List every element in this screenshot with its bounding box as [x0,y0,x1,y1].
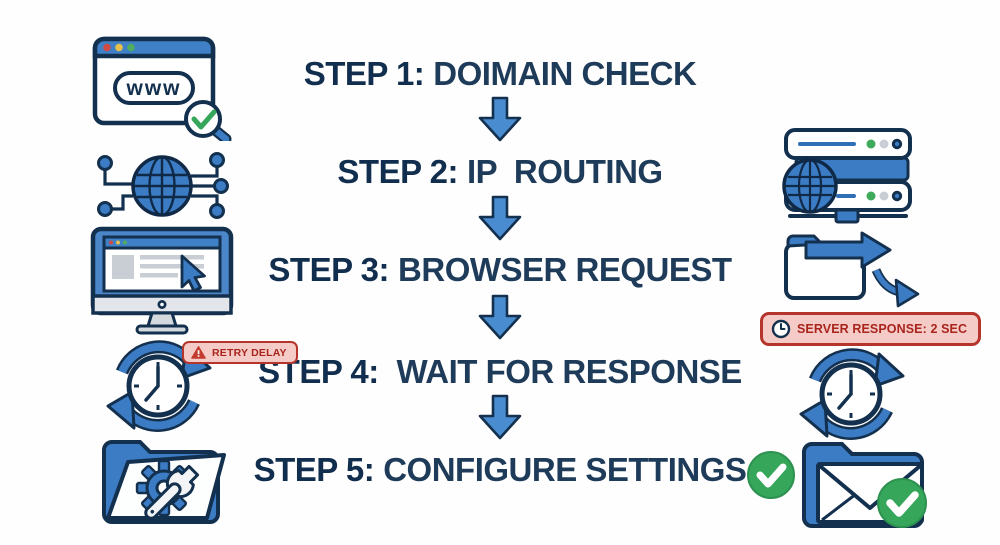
arrow-right-icon [804,231,892,269]
check-circle-icon [747,451,795,499]
warning-triangle-icon [191,346,206,359]
step-3-text: STEP 3:BROWSER REQUEST [0,251,1000,288]
www-text: www [125,77,181,100]
step-3-title: BROWSER REQUEST [398,251,732,288]
curved-arrow-icon [894,278,920,308]
response-clock-icon [799,348,905,440]
settings-folder-icon [102,440,226,524]
mail-folder-icon [747,442,927,528]
window-dot-red [103,43,111,52]
down-arrow-icon [478,96,522,142]
retry-delay-text: RETRY DELAY [212,346,287,359]
step-4-text: STEP 4: WAIT FOR RESPONSE [0,353,1000,390]
network-globe-icon [97,152,229,219]
step-2-title: IP ROUTING [467,153,663,190]
check-icon [191,109,217,130]
step-4-title: WAIT FOR RESPONSE [387,353,742,390]
step-4-label: STEP 4: [258,353,379,390]
cursor-icon [180,254,206,293]
step-5-label: STEP 5: [253,451,375,488]
server-response-badge: SERVER RESPONSE: 2 SEC [760,312,982,346]
step-5-title: CONFIGURE SETTINGS [383,451,747,488]
server-response-text: SERVER RESPONSE: 2 SEC [797,322,968,336]
folder-transfer-icon [784,231,920,308]
check-circle-icon [877,478,927,528]
step-2-label: STEP 2: [337,153,459,190]
step-3-label: STEP 3: [268,251,390,288]
retry-clock-icon [106,340,212,432]
retry-delay-badge: RETRY DELAY [182,341,298,364]
window-dot-yellow [115,43,123,52]
down-arrow-icon [478,195,522,241]
down-arrow-icon [478,394,522,440]
step-1-label: STEP 1: [303,55,425,92]
clock-icon [771,319,791,339]
window-dot-green [127,43,135,52]
step-5-text: STEP 5:CONFIGURE SETTINGS [0,451,1000,488]
step-1-text: STEP 1:DOIMAIN CHECK [0,55,1000,92]
server-stack-icon [782,128,912,224]
browser-www-icon: www [92,36,232,141]
wrench-icon [144,464,200,520]
monitor-browser-icon [90,226,234,335]
step-1-title: DOIMAIN CHECK [433,55,697,92]
down-arrow-icon [478,294,522,340]
step-2-text: STEP 2:IP ROUTING [0,153,1000,190]
magnifier-icon [184,100,222,138]
